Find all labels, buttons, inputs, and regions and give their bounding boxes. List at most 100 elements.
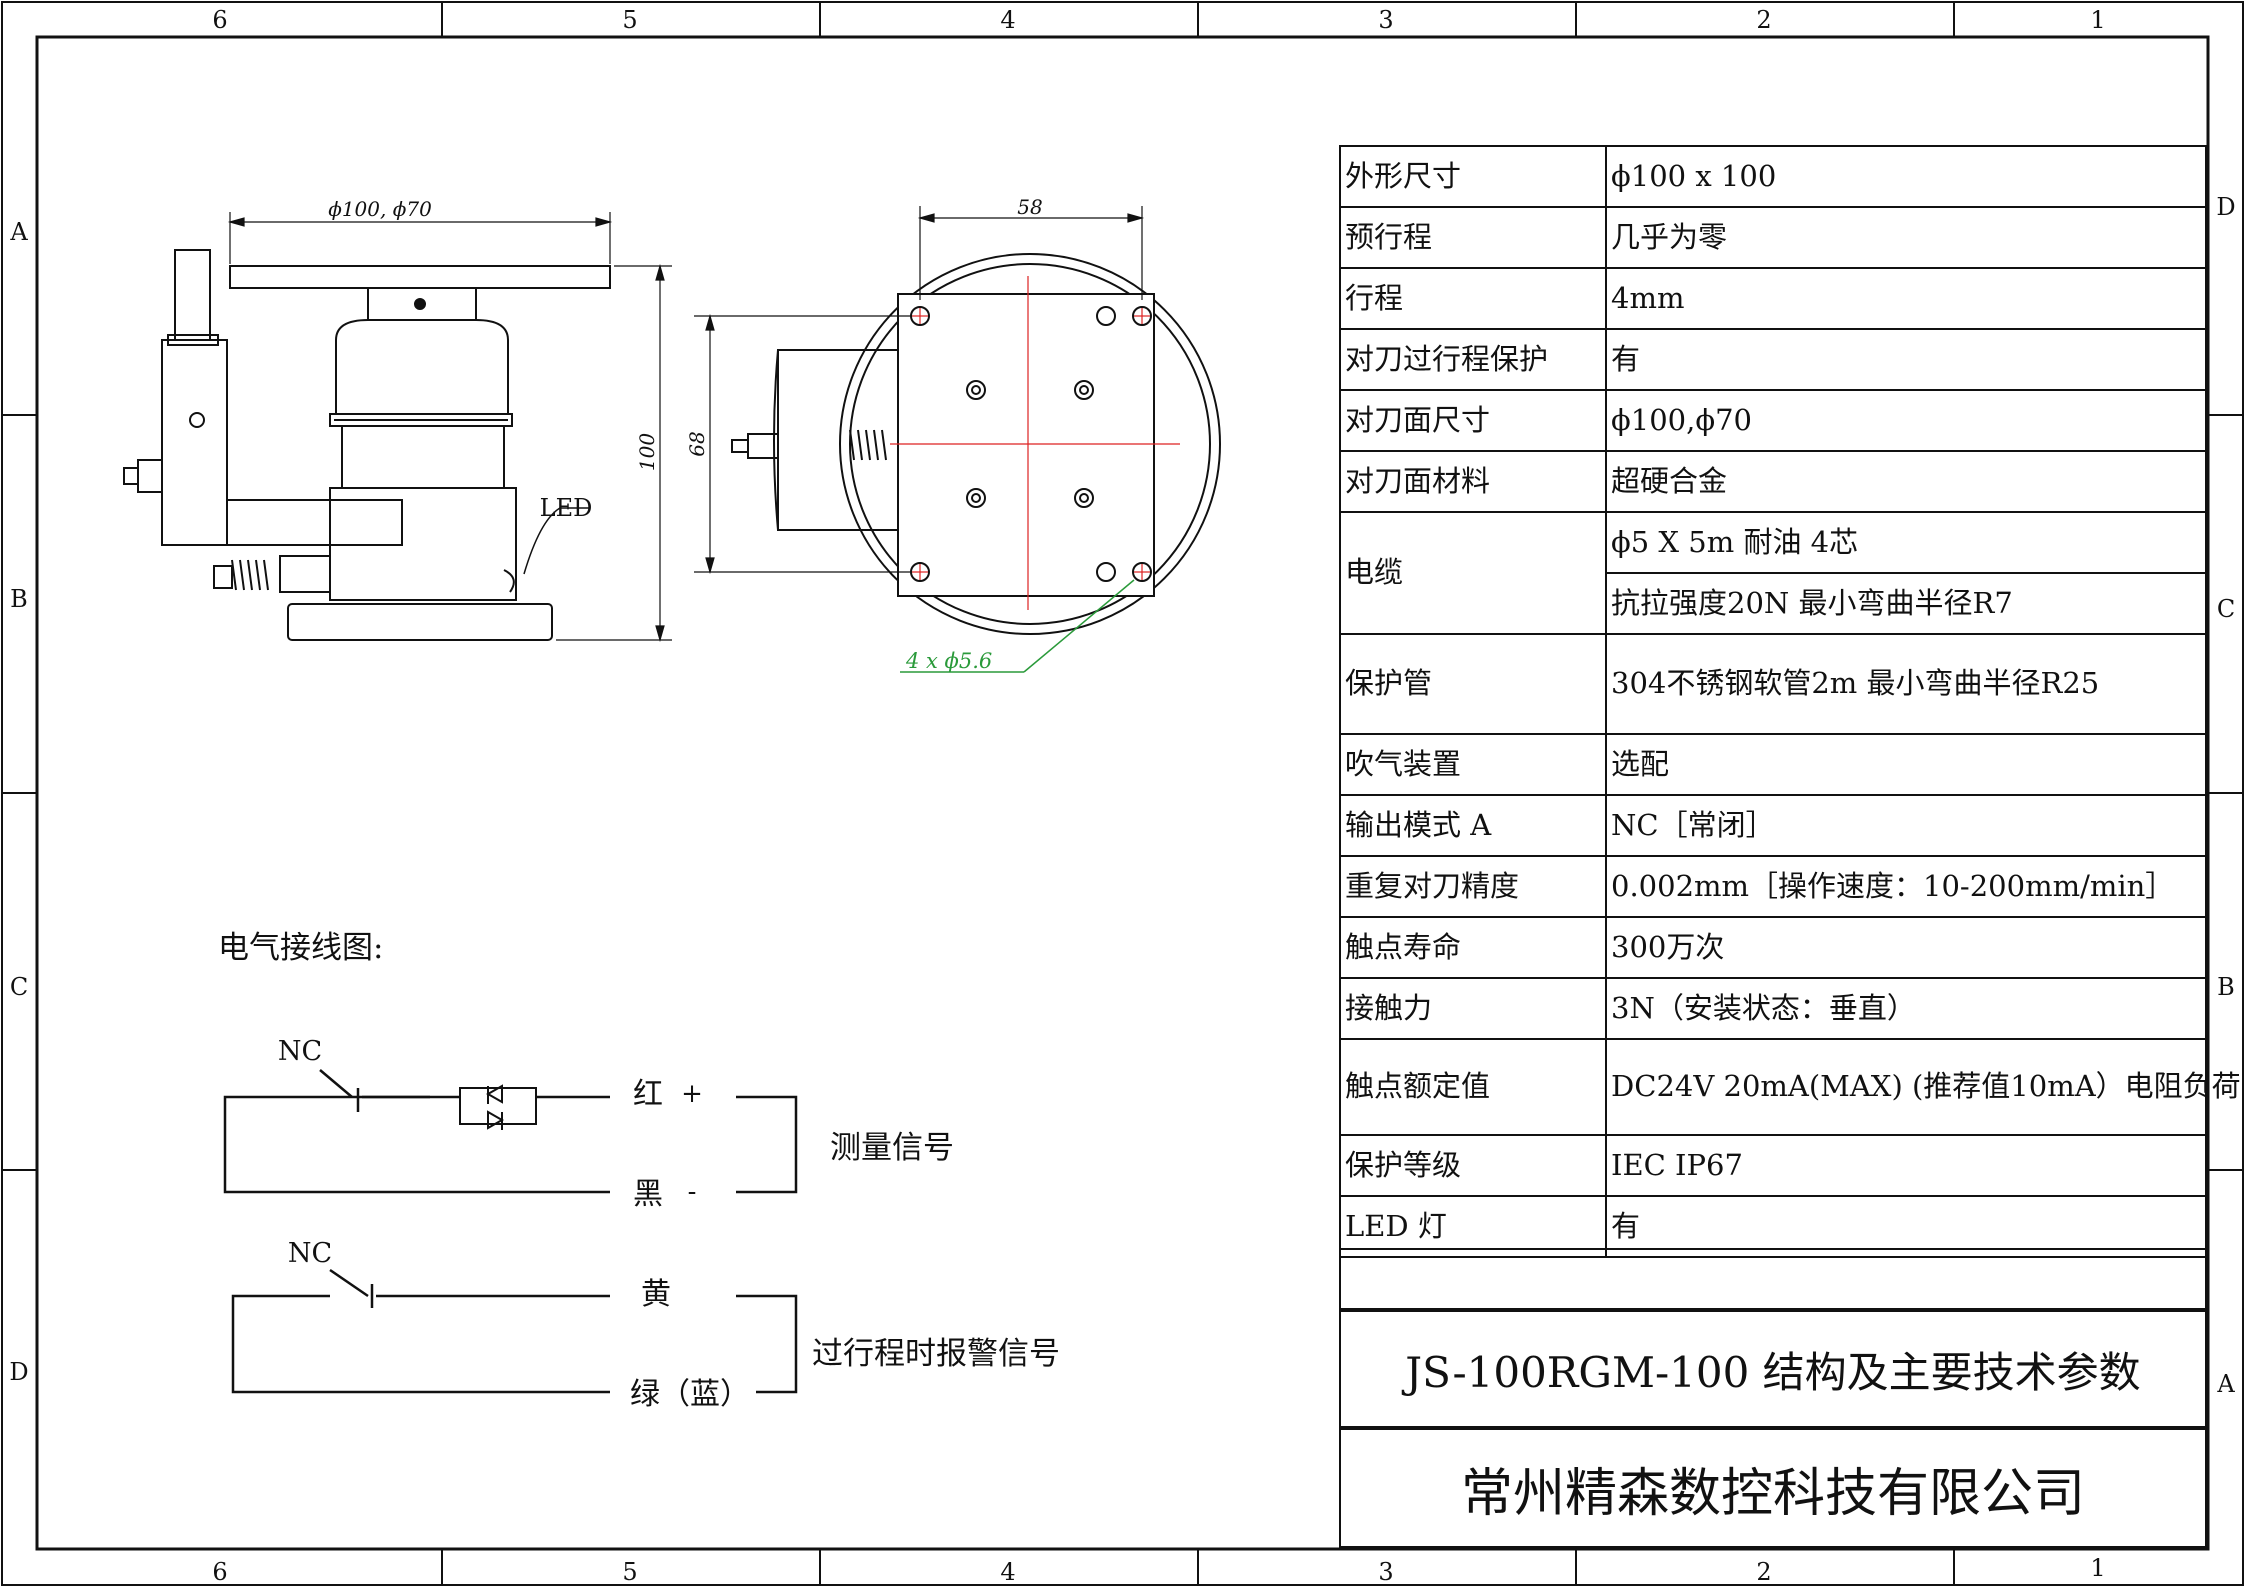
zone-left-d: D — [9, 1358, 28, 1386]
hole-note: 4 x ϕ5.6 — [905, 649, 992, 673]
upper-body — [341, 425, 505, 489]
top-dimensions — [694, 206, 1145, 575]
spec-value: NC［常闭］ — [1605, 794, 2207, 857]
spec-key: 保护等级 — [1339, 1134, 1607, 1197]
circuit-measure — [223, 1069, 798, 1194]
circuit2-left-wire — [231, 1294, 610, 1394]
spec-row: 对刀过行程保护有 — [1339, 328, 2207, 391]
circuit1-plus: + — [681, 1079, 703, 1109]
circuit2-yellow: 黄 — [641, 1277, 671, 1312]
spec-value: 抗拉强度20N 最小弯曲半径R7 — [1605, 572, 2207, 635]
circuit1-minus: - — [688, 1177, 697, 1207]
hole-leader — [900, 579, 1135, 673]
zone-left-b: B — [10, 585, 28, 613]
fitting-nut — [167, 334, 219, 346]
zone-right-a: A — [2216, 1370, 2235, 1398]
spec-key: 重复对刀精度 — [1339, 855, 1607, 918]
circuit1-left-wire — [223, 1095, 610, 1194]
wiring-title: 电气接线图: — [218, 930, 383, 966]
spec-value: ϕ100 x 100 — [1605, 145, 2207, 208]
zone-top-1: 1 — [2090, 6, 2105, 34]
spec-value: 3N（安装状态：垂直） — [1605, 977, 2207, 1040]
spec-value: 304不锈钢软管2m 最小弯曲半径R25 — [1605, 633, 2207, 735]
neck-screw — [414, 298, 426, 310]
bracket-arm — [226, 499, 403, 546]
circuit2-signal: 过行程时报警信号 — [812, 1336, 1060, 1372]
side-housing — [777, 349, 898, 531]
top-connector-tip — [731, 439, 749, 453]
dim-width-label: 58 — [1017, 195, 1042, 219]
spec-key: 触点额定值 — [1339, 1038, 1607, 1136]
lower-connector-body — [279, 555, 331, 593]
spec-value: DC24V 20mA(MAX) (推荐值10mA）电阻负荷 — [1605, 1038, 2241, 1136]
title-block-blank-row — [1339, 1248, 2207, 1310]
zone-top-6: 6 — [212, 6, 227, 34]
circuit2-switch — [329, 1268, 369, 1298]
side-dimensions — [227, 212, 672, 643]
spec-key: 触点寿命 — [1339, 916, 1607, 979]
spec-value: 选配 — [1605, 733, 2207, 796]
circuit1-nc: NC — [278, 1036, 322, 1067]
drawing-title: JS-100RGM-100 结构及主要技术参数 — [1339, 1310, 2207, 1428]
spec-value: 几乎为零 — [1605, 206, 2207, 269]
zone-top-3: 3 — [1378, 6, 1393, 34]
dim-68-label: 68 — [685, 431, 709, 456]
company-name: 常州精森数控科技有限公司 — [1339, 1428, 2207, 1548]
spec-row: LED 灯有 — [1339, 1195, 2207, 1258]
circuit2-bracket — [736, 1294, 798, 1394]
outer-circle — [839, 253, 1221, 635]
spec-row: 抗拉强度20N 最小弯曲半径R7 — [1340, 572, 2207, 635]
spec-key: 外形尺寸 — [1339, 145, 1607, 208]
housing-curve — [773, 349, 779, 531]
spec-value: 300万次 — [1605, 916, 2207, 979]
circuit1-black: 黑 — [633, 1177, 663, 1212]
spec-row: 对刀面材料超硬合金 — [1339, 450, 2207, 513]
spec-key: LED 灯 — [1339, 1195, 1607, 1258]
left-connector — [137, 459, 163, 493]
spec-key: 行程 — [1339, 267, 1607, 330]
led-leader — [523, 507, 561, 575]
circuit1-bracket — [736, 1095, 798, 1194]
spec-value: 超硬合金 — [1605, 450, 2207, 513]
circuit2-nc: NC — [288, 1238, 332, 1269]
zone-bottom-5: 5 — [622, 1558, 637, 1586]
left-connector-tip — [123, 467, 139, 485]
circuit2-green: 绿（蓝） — [630, 1377, 750, 1412]
zone-top-2: 2 — [1756, 6, 1771, 34]
zone-top-4: 4 — [1000, 6, 1015, 34]
circuit-alarm — [231, 1268, 798, 1394]
base-plate — [287, 603, 553, 641]
tool-setting-plate — [229, 265, 611, 289]
spec-value: 有 — [1605, 328, 2207, 391]
spec-key: 保护管 — [1339, 633, 1607, 735]
spec-key: 电缆 — [1339, 511, 1607, 635]
lower-connector-tip — [213, 565, 233, 589]
centerlines — [890, 276, 1180, 610]
zone-left-a: A — [9, 218, 28, 246]
dim-diameter-label: ϕ100, ϕ70 — [328, 197, 432, 221]
spec-value: 4mm — [1605, 267, 2207, 330]
side-view — [123, 249, 611, 641]
zone-left-c: C — [10, 973, 28, 1001]
dim-height-label: 100 — [635, 433, 659, 471]
zone-labels: 6 5 4 3 2 1 6 5 4 3 2 1 A B C D D C B A — [9, 6, 2235, 1586]
spec-key: 对刀面尺寸 — [1339, 389, 1607, 452]
inner-circle — [849, 263, 1211, 625]
top-view — [731, 253, 1221, 635]
spec-value: IEC IP67 — [1605, 1134, 2207, 1197]
mount-holes — [910, 306, 1152, 582]
spec-value: 有 — [1605, 1195, 2207, 1258]
spec-key: 对刀过行程保护 — [1339, 328, 1607, 391]
zone-bottom-3: 3 — [1378, 1558, 1393, 1586]
